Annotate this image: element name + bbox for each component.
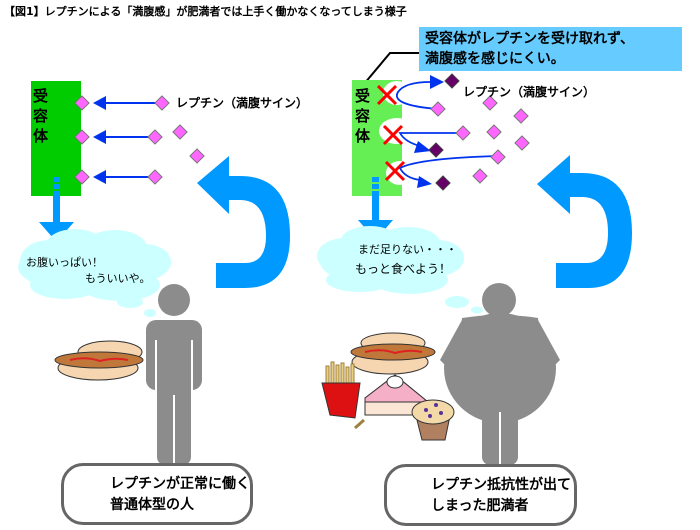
caption-line: レプチン抵抗性が出て [431, 477, 571, 493]
cycle-arrow-icon [197, 156, 290, 288]
rejection-arrow-icon [395, 75, 444, 110]
receptor-label: 受 容 体 [33, 86, 49, 146]
caption-obese: レプチン抵抗性が出て しまった肥満者 [384, 464, 577, 526]
caption-line: 普通体型の人 [110, 497, 194, 513]
binding-arrow-icon [93, 170, 150, 184]
receptor-normal [31, 81, 81, 196]
cross-icon [384, 160, 406, 182]
leptin-free [513, 108, 529, 124]
leptin-free [490, 149, 506, 165]
caption-line: しまった肥満者 [431, 498, 529, 514]
receptor-resistant [352, 80, 415, 196]
receptor-char: 体 [355, 127, 371, 145]
leptin-free [486, 124, 502, 140]
cross-icon [382, 124, 404, 146]
normal-person-icon [146, 284, 202, 465]
leptin-free [154, 95, 170, 111]
thought-text-line: もっと食べよう！ [355, 262, 452, 276]
thought-text-line: まだ足りない・・・ [358, 243, 457, 256]
receptor-char: 体 [33, 127, 49, 145]
leptin-label: レプチン（満腹サイン） [176, 96, 309, 110]
callout-box: 受容体がレプチンを受け取れず、 満腹感を感じにくい。 [419, 27, 682, 71]
obese-person-icon [440, 283, 560, 465]
leptin-free [189, 148, 205, 164]
thought-text-line: もういいや。 [85, 272, 151, 285]
receptor-label: 受 容 体 [355, 86, 371, 146]
leptin-free [172, 124, 188, 140]
caption-normal: レプチンが正常に働く 普通体型の人 [61, 463, 253, 525]
leptin-rejected [444, 73, 460, 89]
cross-icon [376, 84, 398, 106]
french-fries-icon [321, 361, 361, 419]
leptin-rejected [435, 175, 451, 191]
receptor-char: 受 [355, 87, 371, 105]
leptin-free [472, 168, 488, 184]
binding-arrow-icon [93, 96, 160, 110]
hot-dog-icon [350, 332, 436, 375]
leptin-label: レプチン（満腹サイン） [463, 85, 596, 99]
receptor-char: 容 [33, 107, 49, 125]
thought-bubble [317, 226, 483, 314]
rejection-arrow-icon [398, 132, 460, 153]
leptin-free [147, 129, 163, 145]
hot-dog-icon [54, 340, 144, 381]
caption-line: レプチンが正常に働く [110, 476, 250, 492]
receptor-char: 受 [33, 87, 49, 105]
down-arrow-icon [39, 177, 74, 242]
figure-title: 【図1】レプチンによる「満腹感」が肥満者では上手く働かなくなってしまう様子 [4, 5, 407, 18]
leptin-free [430, 101, 446, 117]
callout-connector [363, 52, 419, 85]
leptin-rejected [428, 142, 444, 158]
cake-slice-icon [354, 374, 430, 430]
leptin-free [147, 169, 163, 185]
muffin-icon [411, 399, 455, 441]
thought-text-line: お腹いっぱい！ [26, 256, 103, 269]
cycle-arrow-icon [537, 155, 632, 288]
rejection-arrow-icon [398, 155, 501, 188]
callout-line: 受容体がレプチンを受け取れず、 [425, 31, 635, 47]
thought-bubble [18, 229, 171, 317]
leptin-free [455, 125, 471, 141]
receptor-char: 容 [355, 107, 371, 125]
leptin-free [514, 135, 530, 151]
callout-line: 満腹感を感じにくい。 [425, 51, 565, 67]
binding-arrow-icon [93, 130, 150, 144]
